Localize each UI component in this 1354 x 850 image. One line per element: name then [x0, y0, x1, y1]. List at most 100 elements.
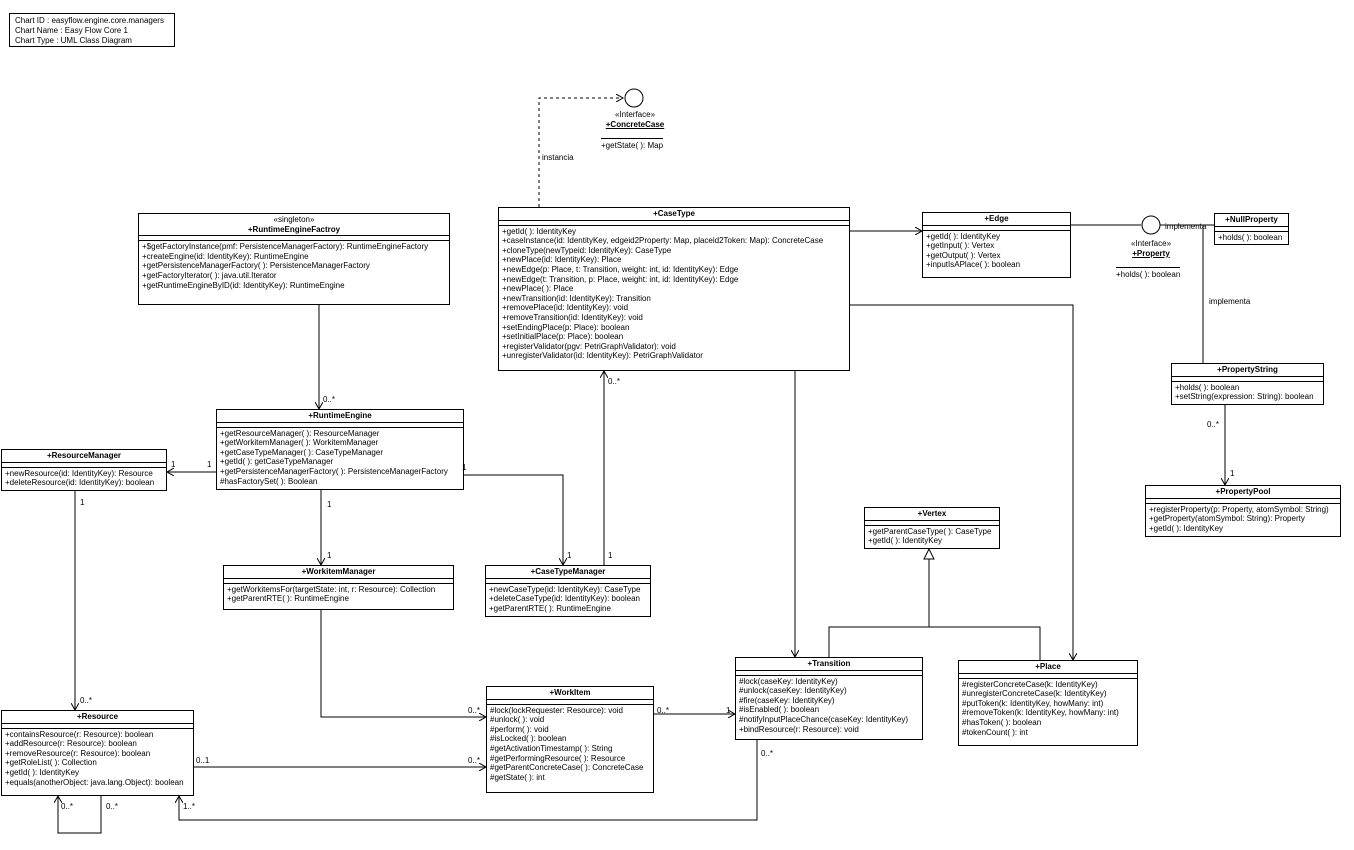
operation: #fire(caseKey: IdentityKey) [739, 695, 835, 705]
operation: +getParentCaseType( ): CaseType [868, 526, 992, 536]
class-name: +Place [959, 661, 1137, 674]
operation: #lock(lockRequester: Resource): void [490, 705, 623, 715]
multiplicity-label: 1 [327, 551, 332, 560]
class-resource-manager[interactable]: +ResourceManager +newResource(id: Identi… [1, 449, 167, 491]
operation: +addResource(r: Resource): boolean [5, 739, 137, 749]
operation: +holds( ): boolean [1218, 232, 1283, 242]
multiplicity-label: 1 [567, 551, 572, 560]
operation: #notifyInputPlaceChance(caseKey: Identit… [739, 714, 908, 724]
operation: +setString(expression: String): boolean [1175, 392, 1314, 402]
class-name: +Resource [2, 711, 193, 724]
wimanager-workitem-aggregation [321, 610, 486, 717]
chart-type: Chart Type : UML Class Diagram [15, 36, 132, 45]
operation: #unregisterConcreteCase(k: IdentityKey) [962, 689, 1107, 699]
operation: +getParentRTE( ): RuntimeEngine [489, 603, 611, 613]
concrete-case-ops: +getState( ): Map [601, 138, 664, 151]
multiplicity-label: 1..* [183, 802, 196, 811]
operation: +bindResource(r: Resource): void [739, 724, 859, 734]
operation: +equals(anotherObject: java.lang.Object)… [5, 777, 184, 787]
operation: #isLocked( ): boolean [490, 734, 567, 744]
class-vertex[interactable]: +Vertex +getParentCaseType( ): CaseType … [864, 507, 1000, 549]
operation: +setInitialPlace(p: Place): boolean [502, 332, 624, 342]
class-runtime-engine-factory[interactable]: «singleton» +RuntimeEngineFactroy +$getF… [138, 213, 450, 305]
engine-ctmanager-aggregation [464, 475, 563, 565]
class-transition[interactable]: +Transition #lock(caseKey: IdentityKey) … [735, 657, 923, 740]
operation: #getParentConcreteCase( ): ConcreteCase [490, 763, 644, 773]
multiplicity-label: 1 [207, 460, 212, 469]
operation: #removeToken(k: IdentityKey, howMany: in… [962, 708, 1119, 718]
class-property-string[interactable]: +PropertyString +holds( ): boolean +setS… [1171, 363, 1324, 405]
concrete-case-name: +ConcreteCase [605, 119, 665, 129]
operation: +holds( ): boolean [1116, 270, 1181, 279]
operation: #unlock( ): void [490, 715, 545, 725]
class-name: +RuntimeEngineFactroy [247, 224, 341, 234]
multiplicity-label: 0..* [323, 395, 336, 404]
concrete-case-stereotype: «Interface» [614, 110, 656, 119]
class-name: +PropertyString [1172, 364, 1323, 377]
class-name: +NullProperty [1215, 214, 1288, 227]
operation: +getWorkitemManager( ): WorkitemManager [220, 438, 379, 448]
operation: +getPersistenceManagerFactory( ): Persis… [220, 466, 448, 476]
operation: +unregisterValidator(id: IdentityKey): P… [502, 351, 703, 361]
operation: +registerValidator(pgv: PetriGraphValida… [502, 341, 676, 351]
operation: +removePlace(id: IdentityKey): void [502, 303, 629, 313]
operation: +newTransition(id: IdentityKey): Transit… [502, 293, 651, 303]
operation: +setEndingPlace(p: Place): boolean [502, 322, 630, 332]
chart-id: Chart ID : easyflow.engine.core.managers [15, 16, 164, 25]
operation: +getId( ): IdentityKey [5, 767, 80, 777]
class-workitem[interactable]: +WorkItem #lock(lockRequester: Resource)… [486, 686, 654, 793]
operation: +getId( ): IdentityKey [926, 231, 1001, 241]
class-name: +Edge [923, 213, 1070, 226]
operation: +containsResource(r: Resource): boolean [5, 729, 154, 739]
operation: +getInput( ): Vertex [926, 241, 995, 251]
class-property-pool[interactable]: +PropertyPool +registerProperty(p: Prope… [1145, 485, 1341, 537]
operation: #getActivationTimestamp( ): String [490, 743, 613, 753]
operation: +getPersistenceManagerFactory( ): Persis… [142, 261, 370, 271]
class-name: +RuntimeEngine [217, 410, 463, 423]
class-edge[interactable]: +Edge +getId( ): IdentityKey +getInput( … [922, 212, 1071, 278]
instancia-label: instancia [542, 153, 574, 162]
multiplicity-label: 0..* [61, 802, 74, 811]
class-case-type-manager[interactable]: +CaseTypeManager +newCaseType(id: Identi… [485, 565, 651, 617]
property-ops: +holds( ): boolean [1116, 267, 1181, 280]
operation: +getWorkitemsFor(targetState: int, r: Re… [227, 584, 436, 594]
operation: #tokenCount( ): int [962, 727, 1028, 737]
operation: +getProperty(atomSymbol: String): Proper… [1149, 514, 1305, 524]
operation: +caseInstance(id: IdentityKey, edgeid2Pr… [502, 236, 824, 246]
vertex-generalization [828, 549, 1041, 660]
class-name: +WorkitemManager [224, 566, 453, 579]
operation: +newResource(id: IdentityKey): Resource [5, 468, 153, 478]
property-stereotype: «Interface» [1130, 239, 1172, 248]
class-runtime-engine[interactable]: +RuntimeEngine +getResourceManager( ): R… [216, 409, 464, 490]
property-interface[interactable]: «Interface» +Property [1113, 239, 1189, 258]
multiplicity-label: 1 [726, 706, 731, 715]
class-resource[interactable]: +Resource +containsResource(r: Resource)… [1, 710, 194, 796]
operation: #unlock(caseKey: IdentityKey) [739, 686, 847, 696]
operation: #perform( ): void [490, 724, 549, 734]
chart-name: Chart Name : Easy Flow Core 1 [15, 26, 128, 35]
concrete-case-interface-icon [624, 88, 644, 108]
operation: +newPlace(id: IdentityKey): Place [502, 255, 622, 265]
multiplicity-label: 1 [327, 500, 332, 509]
operation: #hasFactorySet( ): Boolean [220, 476, 318, 486]
class-null-property[interactable]: +NullProperty +holds( ): boolean [1214, 213, 1289, 245]
class-place[interactable]: +Place #registerConcreteCase(k: Identity… [958, 660, 1138, 746]
multiplicity-label: 1 [462, 463, 467, 472]
operation: +getId( ): IdentityKey [868, 536, 943, 546]
operation: +getId( ): IdentityKey [502, 226, 577, 236]
class-case-type[interactable]: +CaseType +getId( ): IdentityKey +caseIn… [498, 207, 850, 371]
concrete-case-interface[interactable]: «Interface» +ConcreteCase [595, 110, 675, 129]
multiplicity-label: 0..* [657, 706, 670, 715]
operation: +getParentRTE( ): RuntimeEngine [227, 594, 349, 604]
casetype-place-aggregation [850, 305, 1073, 660]
class-workitem-manager[interactable]: +WorkitemManager +getWorkitemsFor(target… [223, 565, 454, 610]
resource-self-aggregation [58, 796, 101, 834]
operation: #isEnabled( ): boolean [739, 705, 820, 715]
operation: #registerConcreteCase(k: IdentityKey) [962, 679, 1098, 689]
operation: +getOutput( ): Vertex [926, 250, 1001, 260]
multiplicity-label: 1 [608, 551, 613, 560]
class-name: +Transition [736, 658, 922, 671]
multiplicity-label: 0..* [468, 756, 481, 765]
operation: #getPerformingResource( ): Resource [490, 753, 626, 763]
